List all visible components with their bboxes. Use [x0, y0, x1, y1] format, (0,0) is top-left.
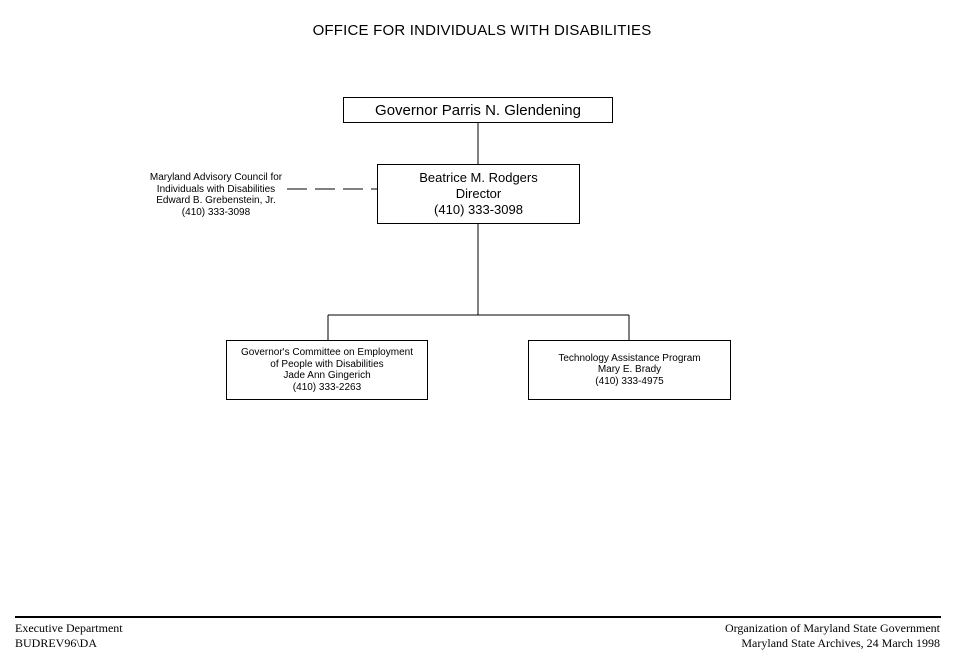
technology-program-name: Technology Assistance Program [558, 352, 701, 364]
footer-document-code: BUDREV96\DA [15, 636, 98, 650]
committee-employment-box: Governor's Committee on Employment of Pe… [226, 340, 428, 400]
committee-name-line1: Governor's Committee on Employment [241, 347, 413, 358]
council-name-line2: Individuals with Disabilities [156, 183, 276, 195]
technology-head: Mary E. Brady [597, 364, 662, 376]
committee-head: Jade Ann Gingerich [283, 370, 371, 381]
council-head: Edward B. Grebenstein, Jr. [156, 195, 276, 206]
director-name: Beatrice M. Rodgers [419, 170, 538, 185]
council-phone: (410) 333-3098 [181, 206, 251, 218]
governor-box: Governor Parris N. Glendening [343, 97, 613, 123]
governor-name: Governor Parris N. Glendening [375, 101, 581, 119]
footer-divider [15, 616, 941, 618]
director-title: Director [455, 186, 502, 201]
footer-left: Executive Department BUDREV96\DA [15, 621, 123, 651]
technology-assistance-box: Technology Assistance Program Mary E. Br… [528, 340, 731, 400]
council-name-line1: Maryland Advisory Council for [149, 172, 283, 183]
footer-archive-date: Maryland State Archives, 24 March 1998 [741, 636, 940, 650]
committee-name-line2: of People with Disabilities [270, 358, 384, 370]
footer-right: Organization of Maryland State Governmen… [725, 621, 940, 651]
footer-organization: Organization of Maryland State Governmen… [724, 621, 940, 635]
director-phone: (410) 333-3098 [434, 202, 523, 217]
chart-title: OFFICE FOR INDIVIDUALS WITH DISABILITIES [312, 22, 652, 39]
footer-department: Executive Department [15, 621, 123, 635]
director-box: Beatrice M. Rodgers Director (410) 333-3… [377, 164, 580, 224]
committee-phone: (410) 333-2263 [292, 381, 362, 393]
advisory-council-label: Maryland Advisory Council for Individual… [126, 172, 306, 218]
technology-phone: (410) 333-4975 [595, 375, 664, 387]
